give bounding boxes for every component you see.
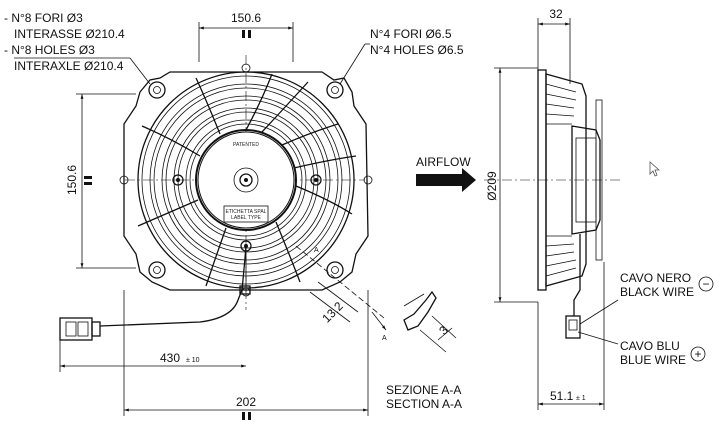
airflow-arrow	[416, 168, 476, 192]
side-wire	[573, 234, 581, 316]
dim-side-diameter-label: Ø209	[485, 171, 499, 201]
negative-terminal-icon	[698, 276, 714, 292]
side-blade-fins	[545, 83, 577, 277]
dimension-left-150-6: 150.6	[65, 93, 136, 269]
side-guard-rear	[595, 99, 603, 261]
negative-symbol: −	[702, 277, 709, 291]
mounting-boss-top-left	[148, 81, 166, 99]
holes-large-line2: N°4 HOLES Ø6.5	[370, 43, 464, 57]
motor-housing	[195, 129, 297, 231]
section-title-it: SEZIONE A-A	[386, 383, 461, 397]
label-plate-line1: ETICHETTA SPAL	[226, 209, 267, 215]
holes-small-line1: - N°8 FORI Ø3	[4, 11, 83, 25]
section-marker-bottom: A	[382, 335, 387, 342]
dim-13-2-label: 13.2	[319, 299, 346, 326]
holes-small-callout: - N°8 FORI Ø3 INTERASSE Ø210.4 - N°8 HOL…	[4, 11, 151, 85]
shaft-nut	[239, 173, 253, 187]
section-title-en: SECTION A-A	[386, 397, 462, 411]
side-blade-envelope	[545, 73, 587, 287]
connector	[59, 317, 101, 341]
dim-top-width-label: 150.6	[231, 11, 261, 25]
dim-cable-length-label: 430	[160, 351, 180, 365]
hub-patented-text: PATENTED	[233, 142, 259, 148]
mounting-hole-bottom-right	[331, 266, 339, 274]
airflow-label: AIRFLOW	[416, 155, 471, 169]
mounting-hole-left	[119, 175, 129, 185]
section-profile	[403, 290, 437, 331]
mounting-boss-bottom-left	[148, 261, 166, 279]
mounting-hole-bottom-left	[153, 266, 161, 274]
mounting-boss-top-right	[326, 81, 344, 99]
section-a-a-detail: 3 SEZIONE A-A SECTION A-A	[386, 290, 462, 411]
blue-wire-label-en: BLUE WIRE	[620, 353, 686, 367]
label-plate-line2: LABEL TYPE	[231, 215, 261, 221]
airflow-indicator: AIRFLOW	[416, 155, 476, 192]
shaft-center	[244, 178, 248, 182]
dimension-bottom-202: 202	[123, 290, 369, 420]
mounting-boss-bottom-right	[326, 261, 344, 279]
mounting-bosses	[119, 63, 373, 297]
positive-terminal-icon	[690, 346, 706, 362]
section-marker-top: A	[314, 247, 319, 254]
front-view: PATENTED ETICHETTA SPAL LABEL TYPE A A 1…	[59, 55, 387, 342]
dimension-top-150-6: 150.6	[198, 11, 294, 62]
blue-wire-label-it: CAVO BLU	[620, 339, 680, 353]
fan-frame-outline	[123, 71, 369, 291]
dim-side-total-depth-tolerance: ± 1	[576, 395, 586, 402]
mounting-hole-top-left	[153, 86, 161, 94]
black-wire-label-it: CAVO NERO	[620, 271, 691, 285]
mounting-hole-top-right	[331, 86, 339, 94]
dimension-side-32: 32	[537, 7, 571, 84]
dim-cable-length-tolerance: ± 10	[186, 357, 200, 364]
dim-bottom-width-label: 202	[236, 395, 256, 409]
dimension-side-diameter: Ø209	[485, 67, 538, 303]
dimension-13-2: 13.2	[309, 281, 359, 326]
shaft-outer	[233, 167, 259, 193]
side-connector-pin	[568, 319, 578, 331]
mounting-hole-right	[363, 175, 373, 185]
dim-side-total-depth-label: 51.1	[550, 389, 574, 403]
dim-left-height-label: 150.6	[65, 165, 79, 195]
dim-side-depth-label: 32	[549, 7, 563, 21]
positive-symbol: +	[694, 347, 701, 361]
holes-small-line4: INTERAXLE Ø210.4	[14, 59, 124, 73]
holes-large-line1: N°4 FORI Ø6.5	[370, 27, 452, 41]
label-plate	[223, 205, 269, 223]
wire-callouts: CAVO NERO BLACK WIRE − CAVO BLU BLUE WIR…	[577, 271, 714, 367]
dimension-side-51-1: 51.1 ± 1	[537, 262, 605, 410]
holes-small-line2: INTERASSE Ø210.4	[14, 27, 125, 41]
holes-small-line3: - N°8 HOLES Ø3	[4, 43, 95, 57]
black-wire-label-en: BLACK WIRE	[620, 285, 694, 299]
side-connector	[565, 315, 581, 339]
dimension-cable-length: 430 ± 10	[59, 340, 246, 372]
guard-rings	[137, 71, 355, 289]
side-view	[484, 69, 620, 339]
cable-clip	[239, 285, 251, 295]
cable-main	[99, 245, 247, 327]
guard-spokes	[137, 73, 357, 287]
section-line-a: A A	[295, 245, 387, 342]
mouse-cursor-icon	[649, 161, 661, 177]
holes-large-callout: N°4 FORI Ø6.5 N°4 HOLES Ø6.5	[339, 27, 464, 85]
